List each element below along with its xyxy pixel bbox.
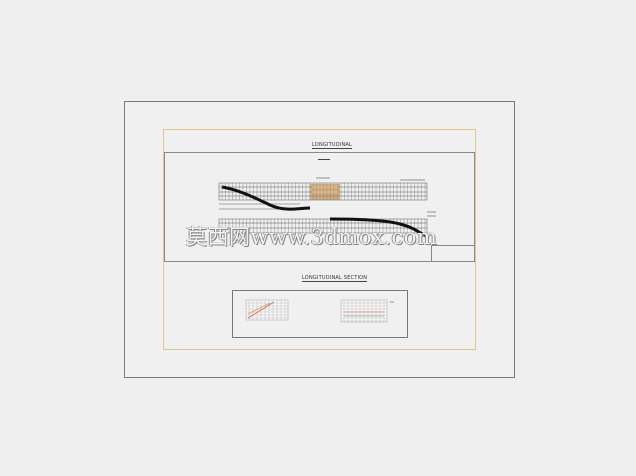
drawing-sheet — [124, 101, 515, 378]
top-section-title: LONGITUDINAL — [312, 142, 353, 149]
section-detail-panel — [232, 290, 408, 338]
title-underline-mark — [318, 159, 330, 160]
title-block — [431, 245, 475, 262]
longitudinal-profile-panel — [164, 152, 475, 262]
upper-terrain-curve — [221, 185, 311, 211]
watermark-text: 莫西网www.3dmox.com — [186, 225, 438, 249]
left-table-orange-line — [247, 302, 271, 315]
print-area-frame — [163, 129, 476, 350]
lower-terrain-curve — [329, 217, 427, 238]
bottom-section-title: LONGITUDINAL SECTION — [302, 275, 368, 282]
left-table-red-line — [247, 301, 275, 319]
